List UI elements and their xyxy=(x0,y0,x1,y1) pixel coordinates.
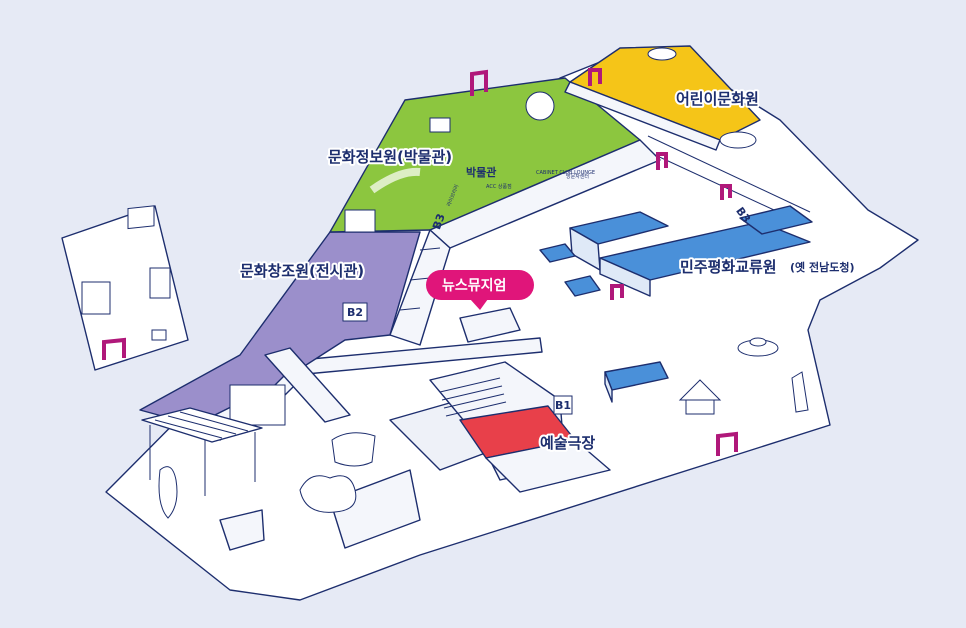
facade-text-lounge: CABINET CLUB LOUNGE xyxy=(536,170,595,176)
gate-icon xyxy=(102,337,126,360)
floor-sign-b3-left: B3 xyxy=(430,212,448,232)
facade-text-acc: ACC 상품점 xyxy=(486,183,512,190)
sculpture-icon xyxy=(158,371,809,519)
label-children-center: 어린이문화원 xyxy=(676,90,759,108)
label-info-center: 문화정보원(박물관) xyxy=(328,148,452,166)
label-museum-small: 박물관 xyxy=(466,165,496,179)
svg-text:뉴스뮤지엄: 뉴스뮤지엄 xyxy=(442,278,506,294)
pavilion-icon xyxy=(678,379,722,415)
floor-sign-b2: B2 xyxy=(342,302,368,322)
gate-icon xyxy=(470,68,738,456)
svg-text:B1: B1 xyxy=(555,399,571,412)
facade-text-visitor: 방문자센터 xyxy=(566,173,589,180)
label-theater: 예술극장 xyxy=(540,434,595,452)
stairs xyxy=(439,377,507,417)
pergola xyxy=(141,407,263,496)
label-democracy-center: 민주평화교류원 xyxy=(680,258,777,276)
info-center-roof xyxy=(329,77,641,233)
fountain-icon xyxy=(737,337,779,357)
tree-icon xyxy=(299,432,376,513)
floor-sign-b1: B1 xyxy=(553,395,573,415)
label-democracy-sub: (옛 전남도청) xyxy=(790,260,854,274)
democracy-center xyxy=(539,205,813,403)
label-creation-center: 문화창조원(전시관) xyxy=(240,262,364,280)
news-museum-callout[interactable]: 뉴스뮤지엄 xyxy=(426,270,534,310)
svg-text:B2: B2 xyxy=(347,306,363,319)
inset-map xyxy=(61,205,189,371)
